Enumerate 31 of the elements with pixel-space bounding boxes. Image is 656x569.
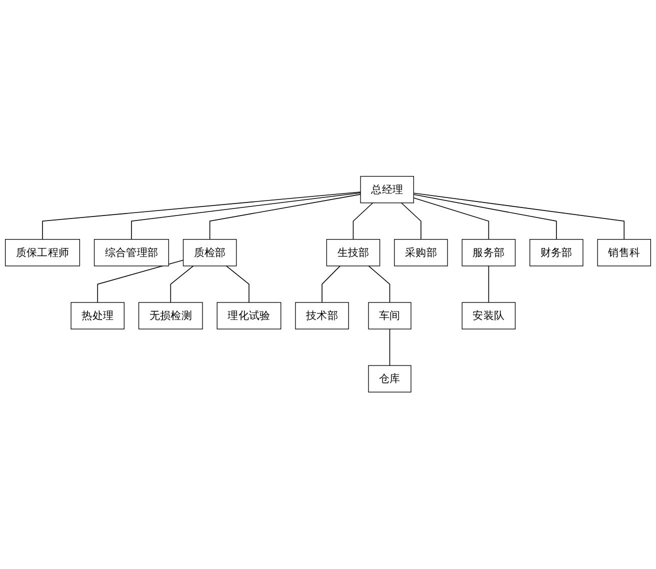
node-box: 仓库 bbox=[368, 366, 412, 393]
connector bbox=[488, 266, 490, 304]
node-box: 服务部 bbox=[462, 239, 516, 267]
connector bbox=[413, 193, 625, 240]
connector bbox=[97, 260, 184, 304]
connector bbox=[170, 266, 194, 304]
connector bbox=[389, 328, 390, 366]
node-box: 财务部 bbox=[530, 239, 584, 267]
connector bbox=[400, 202, 422, 240]
connector bbox=[322, 266, 340, 304]
node-box: 理化试验 bbox=[216, 302, 282, 330]
node-box: 质保工程师 bbox=[4, 239, 80, 267]
connector bbox=[352, 202, 374, 240]
node-box: 采购部 bbox=[394, 239, 448, 267]
node-box: 车间 bbox=[368, 302, 412, 330]
node-box: 热处理 bbox=[70, 302, 124, 330]
connector bbox=[368, 266, 390, 304]
connector bbox=[42, 192, 361, 240]
connector bbox=[413, 194, 557, 240]
node-box: 销售科 bbox=[597, 239, 652, 267]
node-box: 生技部 bbox=[326, 239, 380, 267]
node-box: 安装队 bbox=[462, 302, 516, 330]
node-box: 质检部 bbox=[182, 239, 237, 267]
connector bbox=[413, 198, 490, 240]
node-box: 综合管理部 bbox=[94, 239, 169, 267]
node-box: 技术部 bbox=[295, 302, 349, 330]
connector bbox=[209, 194, 361, 240]
node-box: 总经理 bbox=[360, 176, 414, 204]
node-box: 无损检测 bbox=[138, 302, 203, 330]
connector bbox=[131, 192, 361, 240]
connector bbox=[226, 266, 250, 304]
